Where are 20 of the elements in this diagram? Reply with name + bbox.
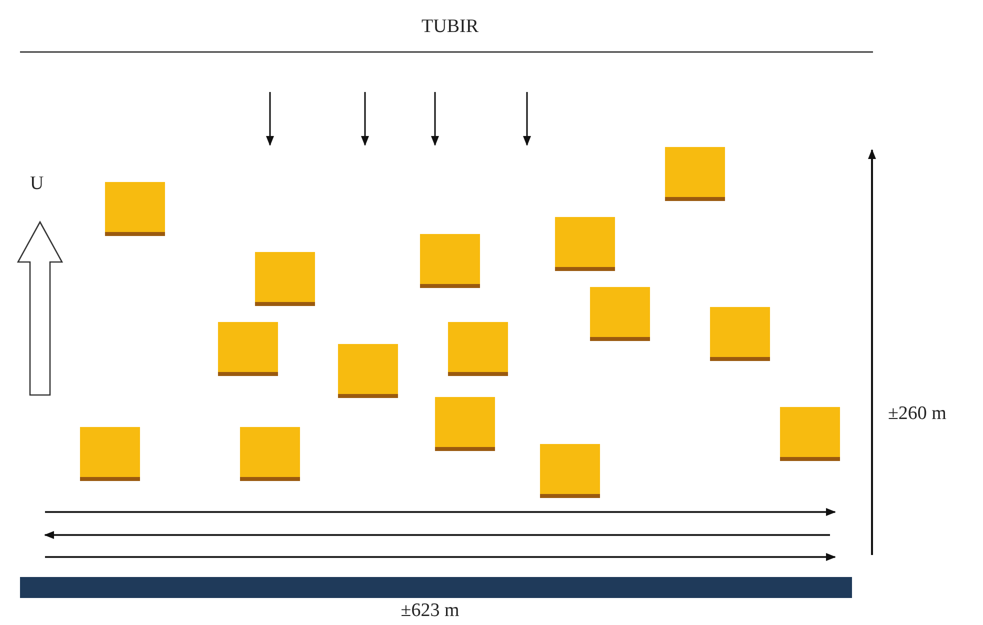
- block: [338, 344, 398, 398]
- block: [255, 252, 315, 306]
- north-label: U: [30, 173, 44, 195]
- dimension-label: ±623 m: [400, 600, 460, 622]
- block: [420, 234, 480, 288]
- block: [555, 217, 615, 271]
- block: [448, 322, 508, 376]
- block: [540, 444, 600, 498]
- shore-label: TUBIR: [422, 16, 478, 38]
- block: [665, 147, 725, 201]
- baseline-bar: [20, 577, 852, 598]
- block: [240, 427, 300, 481]
- block: [105, 182, 165, 236]
- block: [710, 307, 770, 361]
- block: [218, 322, 278, 376]
- block: [435, 397, 495, 451]
- dimension-label: ±260 m: [888, 403, 946, 425]
- block: [80, 427, 140, 481]
- block: [780, 407, 840, 461]
- block: [590, 287, 650, 341]
